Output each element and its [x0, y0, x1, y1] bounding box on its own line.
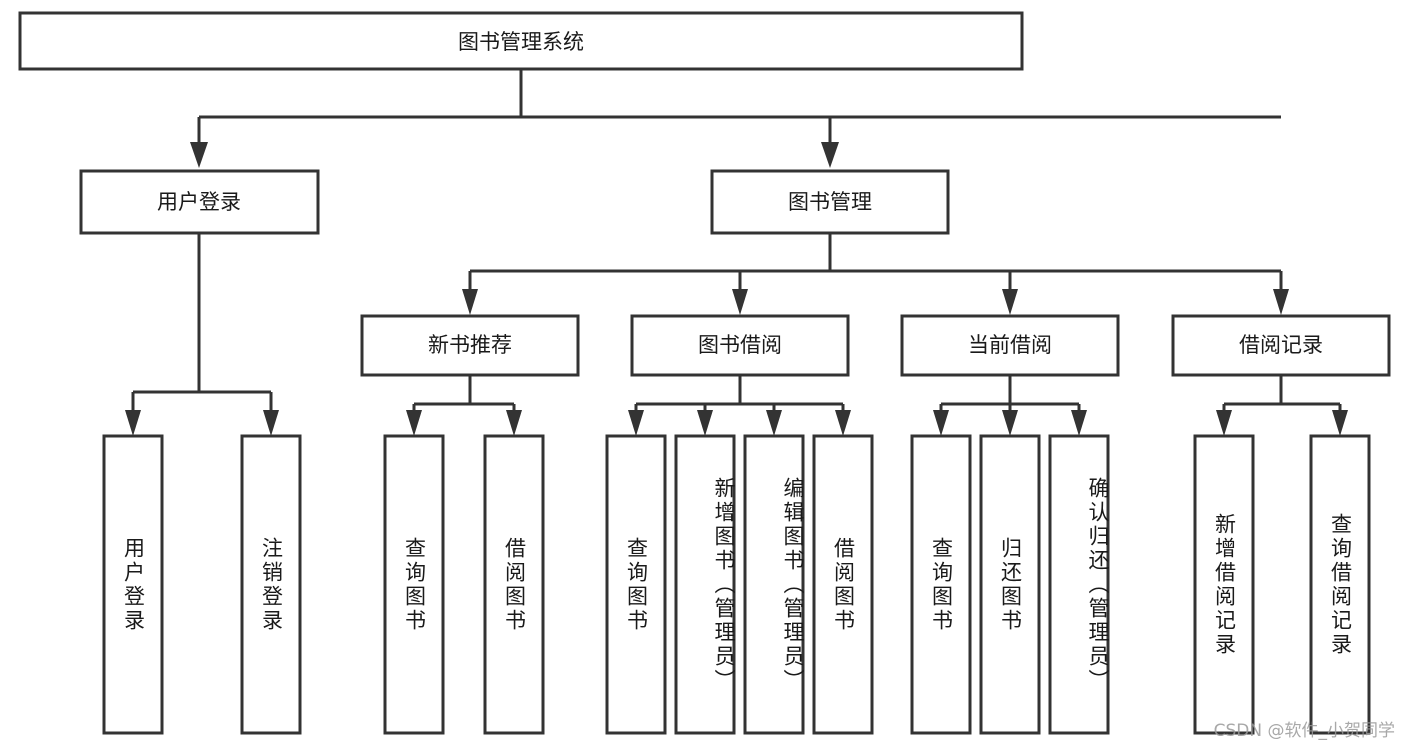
leaf-box-add-record[interactable]: [1193, 434, 1255, 735]
arrow-down-icon: [263, 410, 279, 436]
arrow-down-icon: [1002, 289, 1018, 315]
arrow-down-icon: [1216, 410, 1232, 436]
leaf-box-confirm-return[interactable]: [1048, 434, 1110, 735]
arrow-down-icon: [1071, 410, 1087, 436]
node-current-borrow-label: 当前借阅: [968, 333, 1052, 357]
arrow-down-icon: [1273, 289, 1289, 315]
connector-book-management-to-level3: [462, 233, 1289, 315]
arrow-down-icon: [821, 142, 839, 168]
arrow-down-icon: [835, 410, 851, 436]
arrow-down-icon: [125, 410, 141, 436]
arrow-down-icon: [1002, 410, 1018, 436]
watermark: CSDN @软件_小贺同学: [1213, 721, 1395, 741]
leaf-box-query-book-2[interactable]: [605, 434, 667, 735]
connector-root-to-level2: [190, 69, 1281, 168]
arrow-down-icon: [406, 410, 422, 436]
leaf-box-borrow-book-2[interactable]: [812, 434, 874, 735]
node-root[interactable]: 图书管理系统: [18, 11, 1024, 71]
node-book-management-label: 图书管理: [788, 190, 872, 214]
connector-book-borrow-to-leaves: [628, 375, 851, 436]
node-user-login-box: [79, 169, 320, 235]
arrow-down-icon: [1332, 410, 1348, 436]
arrow-down-icon: [933, 410, 949, 436]
arrow-down-icon: [732, 289, 748, 315]
node-book-management[interactable]: 图书管理: [710, 169, 950, 235]
node-current-borrow[interactable]: 当前借阅: [900, 314, 1120, 377]
arrow-down-icon: [190, 142, 208, 168]
arrow-down-icon: [506, 410, 522, 436]
leaf-box-borrow-book-1[interactable]: [483, 434, 545, 735]
node-new-book-recommend-label: 新书推荐: [428, 333, 512, 357]
leaf-box-return-book[interactable]: [979, 434, 1041, 735]
connector-new-book-recommend-to-leaves: [406, 375, 522, 436]
node-root-box: [18, 11, 1024, 71]
connector-user-login-to-leaves: [125, 233, 279, 436]
leaf-box-user-login[interactable]: [102, 434, 164, 735]
leaf-box-query-book-1[interactable]: [383, 434, 445, 735]
arrow-down-icon: [628, 410, 644, 436]
leaf-box-query-book-3[interactable]: [910, 434, 972, 735]
node-current-borrow-box: [900, 314, 1120, 377]
arrow-down-icon: [766, 410, 782, 436]
connector-current-borrow-to-leaves: [933, 375, 1087, 436]
leaf-box-add-book[interactable]: [674, 434, 736, 735]
leaf-box-edit-book[interactable]: [743, 434, 805, 735]
node-book-borrow[interactable]: 图书借阅: [630, 314, 850, 377]
node-borrow-record-label: 借阅记录: [1239, 333, 1323, 357]
node-user-login[interactable]: 用户登录: [79, 169, 320, 235]
connector-borrow-record-to-leaves: [1216, 375, 1348, 436]
node-new-book-recommend[interactable]: 新书推荐: [360, 314, 580, 377]
leaf-box-logout-login[interactable]: [240, 434, 302, 735]
node-borrow-record[interactable]: 借阅记录: [1171, 314, 1391, 377]
arrow-down-icon: [462, 289, 478, 315]
node-root-label: 图书管理系统: [458, 30, 584, 54]
leaf-box-query-record[interactable]: [1309, 434, 1371, 735]
arrow-down-icon: [697, 410, 713, 436]
node-new-book-recommend-box: [360, 314, 580, 377]
node-user-login-label: 用户登录: [157, 190, 241, 214]
node-book-borrow-label: 图书借阅: [698, 333, 782, 357]
